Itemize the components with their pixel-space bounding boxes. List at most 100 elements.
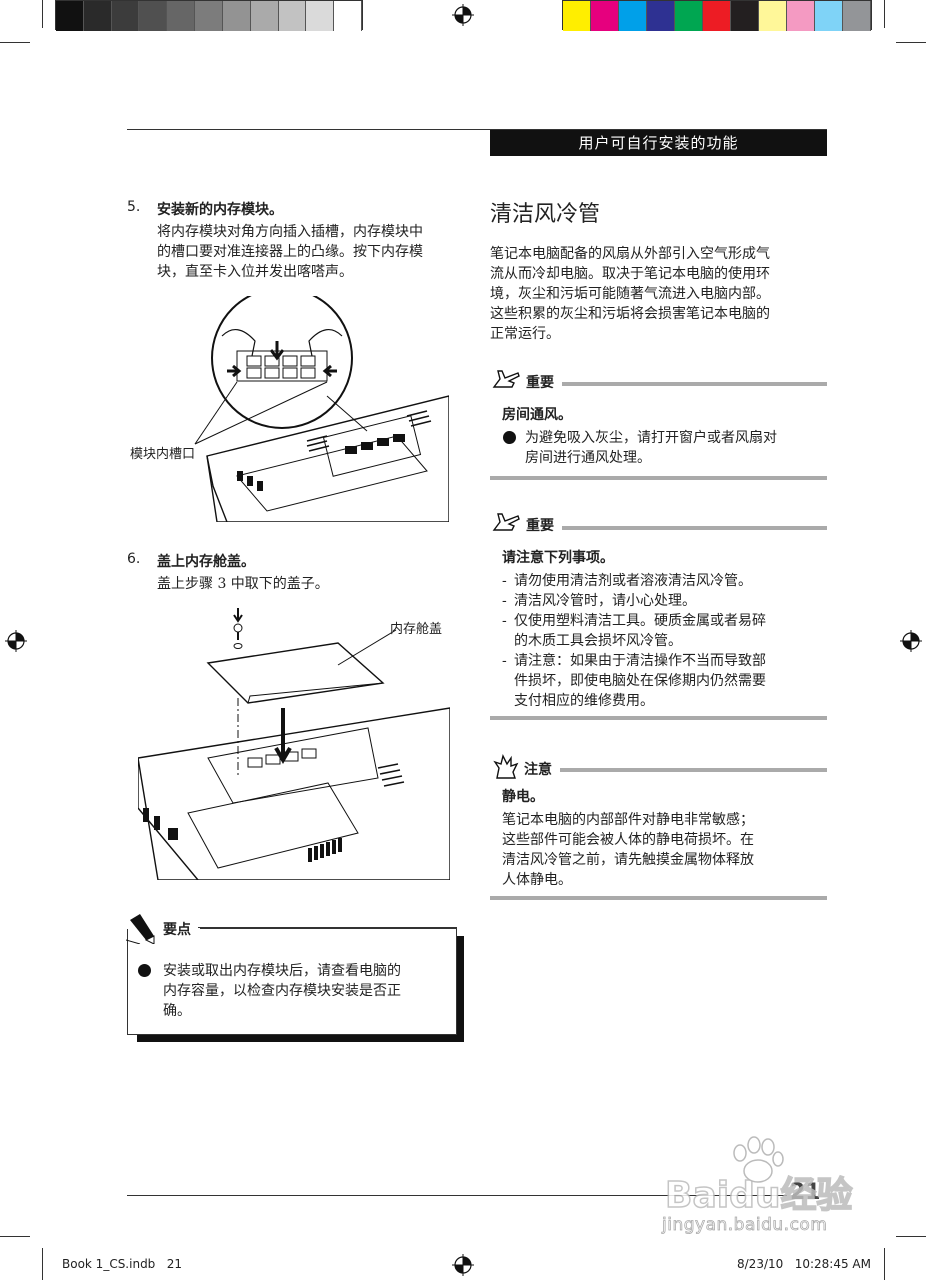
step6-number: 6. (127, 551, 141, 567)
text-line: 内存容量，以检查内存模块安装是否正 (163, 983, 401, 999)
footer-rule (127, 1195, 787, 1196)
text-line: 支付相应的维修费用。 (514, 693, 654, 709)
color-swatch (647, 1, 675, 31)
registration-mark-icon (5, 630, 27, 652)
color-swatch (306, 1, 335, 31)
important1-heading: 重要 (526, 375, 554, 391)
text-line: 确。 (163, 1003, 191, 1019)
color-swatch (843, 1, 871, 31)
text-line: 将内存模块对角方向插入插槽，内存模块中 (157, 224, 423, 240)
trim-mark (884, 0, 885, 28)
trim-mark (0, 42, 30, 43)
text-line: 笔记本电脑配备的风扇从外部引入空气形成气 (490, 246, 770, 262)
list-item: - 清洁风冷管时，请小心处理。 (502, 593, 696, 609)
trim-mark (884, 1248, 885, 1280)
color-swatch (563, 1, 591, 31)
color-swatch (250, 1, 279, 31)
intro-text: 笔记本电脑配备的风扇从外部引入空气形成气 流从而冷却电脑。取决于笔记本电脑的使用… (490, 244, 830, 344)
memory-module-illustration (194, 296, 449, 522)
step6-title: 盖上内存舱盖。 (157, 554, 255, 570)
registration-mark-icon (452, 1254, 474, 1276)
color-bar (562, 0, 872, 31)
trim-mark (0, 1236, 30, 1237)
text-line: 块，直至卡入位并发出喀嗒声。 (157, 264, 353, 280)
text-line: 这些积累的灰尘和污垢将会损害笔记本电脑的 (490, 306, 770, 322)
text-line: 笔记本电脑的内部部件对静电非常敏感； (502, 812, 754, 828)
list-item: - 请勿使用清洁剂或者溶液清洁风冷管。 (502, 573, 752, 589)
color-swatch (139, 1, 168, 31)
paw-icon (733, 1136, 784, 1183)
color-swatch (815, 1, 843, 31)
color-swatch (56, 1, 84, 31)
color-swatch (334, 1, 362, 31)
important2-rule (562, 526, 827, 530)
pencil-icon (126, 914, 155, 944)
text-line: 仅使用塑料清洁工具。硬质金属或者易碎 (514, 613, 766, 629)
text-line: 房间进行通风处理。 (525, 450, 651, 466)
text-line: 件损坏，即使电脑处在保修期内仍然需要 (514, 673, 766, 689)
file-info: Book 1_CS.indb 21 (62, 1257, 183, 1271)
list-item: - 仅使用塑料清洁工具。硬质金属或者易碎 的木质工具会损坏风冷管。 (502, 613, 766, 649)
memory-cover-illustration (138, 608, 450, 880)
tip-heading: 要点 (163, 922, 191, 938)
text-line: 正常运行。 (490, 326, 560, 342)
important1-rule (562, 382, 827, 386)
caution-rule (560, 768, 827, 772)
text-line: 清洁风冷管时，请小心处理。 (514, 593, 696, 609)
tip-box-top-gap (126, 926, 198, 929)
color-swatch (731, 1, 759, 31)
trim-mark (42, 1248, 43, 1280)
trim-mark (896, 42, 926, 43)
pointing-hand-icon (492, 513, 520, 531)
trim-mark (42, 0, 43, 28)
color-swatch (167, 1, 196, 31)
color-swatch (278, 1, 307, 31)
tip-heading-line (200, 928, 456, 929)
color-swatch (195, 1, 223, 31)
figure2-label: 内存舱盖 (390, 622, 443, 637)
important1-bottom-rule (490, 476, 827, 480)
color-swatch (111, 1, 140, 31)
important2-list: - 请勿使用清洁剂或者溶液清洁风冷管。 - 清洁风冷管时，请小心处理。 - 仅使… (502, 571, 827, 711)
grayscale-bar (55, 0, 363, 31)
color-swatch (675, 1, 703, 31)
important1-subheading: 房间通风。 (502, 407, 572, 423)
color-swatch (619, 1, 647, 31)
registration-mark-icon (900, 630, 922, 652)
watermark-url: jingyan.baidu.com (662, 1215, 828, 1236)
step5-text: 将内存模块对角方向插入插槽，内存模块中 的槽口要对准连接器上的凸缘。按下内存模 … (157, 222, 467, 282)
color-swatch (703, 1, 731, 31)
text-line: 清洁风冷管之前，请先触摸金属物体释放 (502, 852, 754, 868)
bullet-icon (138, 964, 151, 977)
step5-title: 安装新的内存模块。 (157, 202, 283, 218)
step6-text: 盖上步骤 3 中取下的盖子。 (157, 576, 329, 592)
color-swatch (222, 1, 251, 31)
section-header: 用户可自行安装的功能 (490, 130, 827, 156)
section-heading: 清洁风冷管 (490, 202, 601, 227)
bullet-icon (503, 431, 516, 444)
tip-box (127, 927, 457, 1035)
tip-text: 安装或取出内存模块后，请查看电脑的 内存容量，以检查内存模块安装是否正 确。 (163, 961, 453, 1021)
caution-bottom-rule (490, 896, 827, 900)
important2-heading: 重要 (526, 518, 554, 534)
color-swatch (83, 1, 112, 31)
important2-subheading: 请注意下列事项。 (502, 550, 614, 566)
timestamp: 8/23/10 10:28:45 AM (737, 1257, 871, 1271)
caution-subheading: 静电。 (502, 789, 544, 805)
list-item: - 请注意：如果由于清洁操作不当而导致部 件损坏，即使电脑处在保修期内仍然需要 … (502, 653, 766, 709)
text-line: 流从而冷却电脑。取决于笔记本电脑的使用环 (490, 266, 770, 282)
text-line: 为避免吸入灰尘，请打开窗户或者风扇对 (525, 430, 777, 446)
important1-text: 为避免吸入灰尘，请打开窗户或者风扇对 房间进行通风处理。 (525, 428, 825, 468)
text-line: 请勿使用清洁剂或者溶液清洁风冷管。 (514, 573, 752, 589)
color-swatch (787, 1, 815, 31)
step5-number: 5. (127, 199, 141, 215)
important2-bottom-rule (490, 716, 827, 720)
figure1-label: 模块内槽口 (130, 447, 196, 462)
text-line: 的槽口要对准连接器上的凸缘。按下内存模 (157, 244, 423, 260)
trim-mark (896, 1236, 926, 1237)
page-number: 21 (790, 1180, 821, 1205)
header-rule (127, 129, 827, 130)
caution-text: 笔记本电脑的内部部件对静电非常敏感； 这些部件可能会被人体的静电荷损坏。在 清洁… (502, 810, 822, 890)
flame-hand-icon (493, 754, 519, 779)
registration-mark-icon (452, 4, 474, 26)
